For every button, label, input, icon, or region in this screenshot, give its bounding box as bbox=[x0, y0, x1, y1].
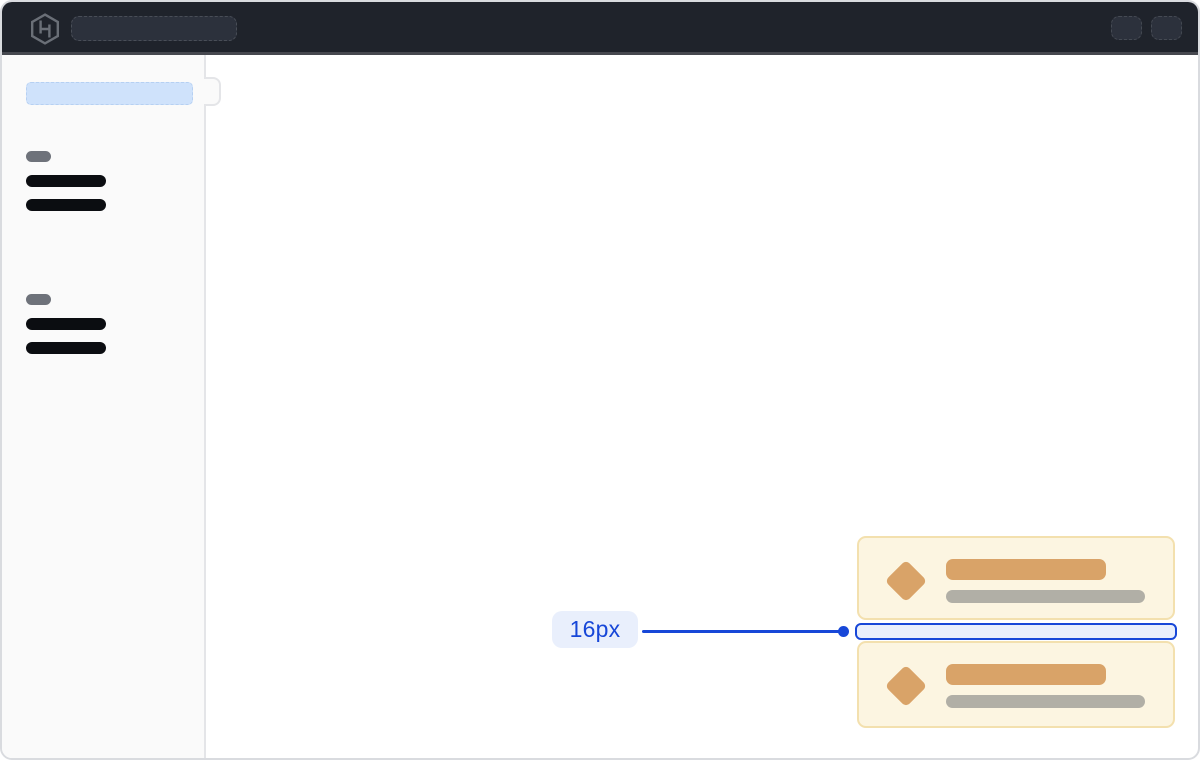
toast-card bbox=[857, 641, 1175, 728]
spacing-highlight-box bbox=[855, 623, 1177, 640]
spacing-leader-dot bbox=[838, 626, 849, 637]
sidebar-nav bbox=[2, 55, 206, 758]
toast-body-skeleton bbox=[946, 695, 1145, 708]
header-action-skeleton-1[interactable] bbox=[1111, 16, 1142, 40]
toast-title-skeleton bbox=[946, 664, 1106, 685]
sidebar-section-label-skeleton bbox=[26, 294, 51, 305]
diamond-icon bbox=[884, 664, 928, 708]
sidebar-link-skeleton[interactable] bbox=[26, 318, 106, 330]
toast-title-skeleton bbox=[946, 559, 1106, 580]
header-actions bbox=[1111, 16, 1182, 40]
sidebar-link-skeleton[interactable] bbox=[26, 175, 106, 187]
hashicorp-logo-icon[interactable] bbox=[29, 12, 61, 46]
app-header bbox=[2, 2, 1198, 55]
toast-body-skeleton bbox=[946, 590, 1145, 603]
sidebar-link-skeleton[interactable] bbox=[26, 342, 106, 354]
sidebar-link-skeleton[interactable] bbox=[26, 199, 106, 211]
spacing-leader-line bbox=[642, 630, 841, 633]
spacing-value-badge: 16px bbox=[552, 611, 638, 648]
toast-card bbox=[857, 536, 1175, 620]
header-action-skeleton-2[interactable] bbox=[1151, 16, 1182, 40]
search-input-skeleton[interactable] bbox=[71, 16, 237, 41]
sidebar-section-label-skeleton bbox=[26, 151, 51, 162]
sidebar-toggle-handle[interactable] bbox=[204, 77, 221, 106]
sidebar-active-item-skeleton[interactable] bbox=[26, 82, 193, 105]
diamond-icon bbox=[884, 559, 928, 603]
